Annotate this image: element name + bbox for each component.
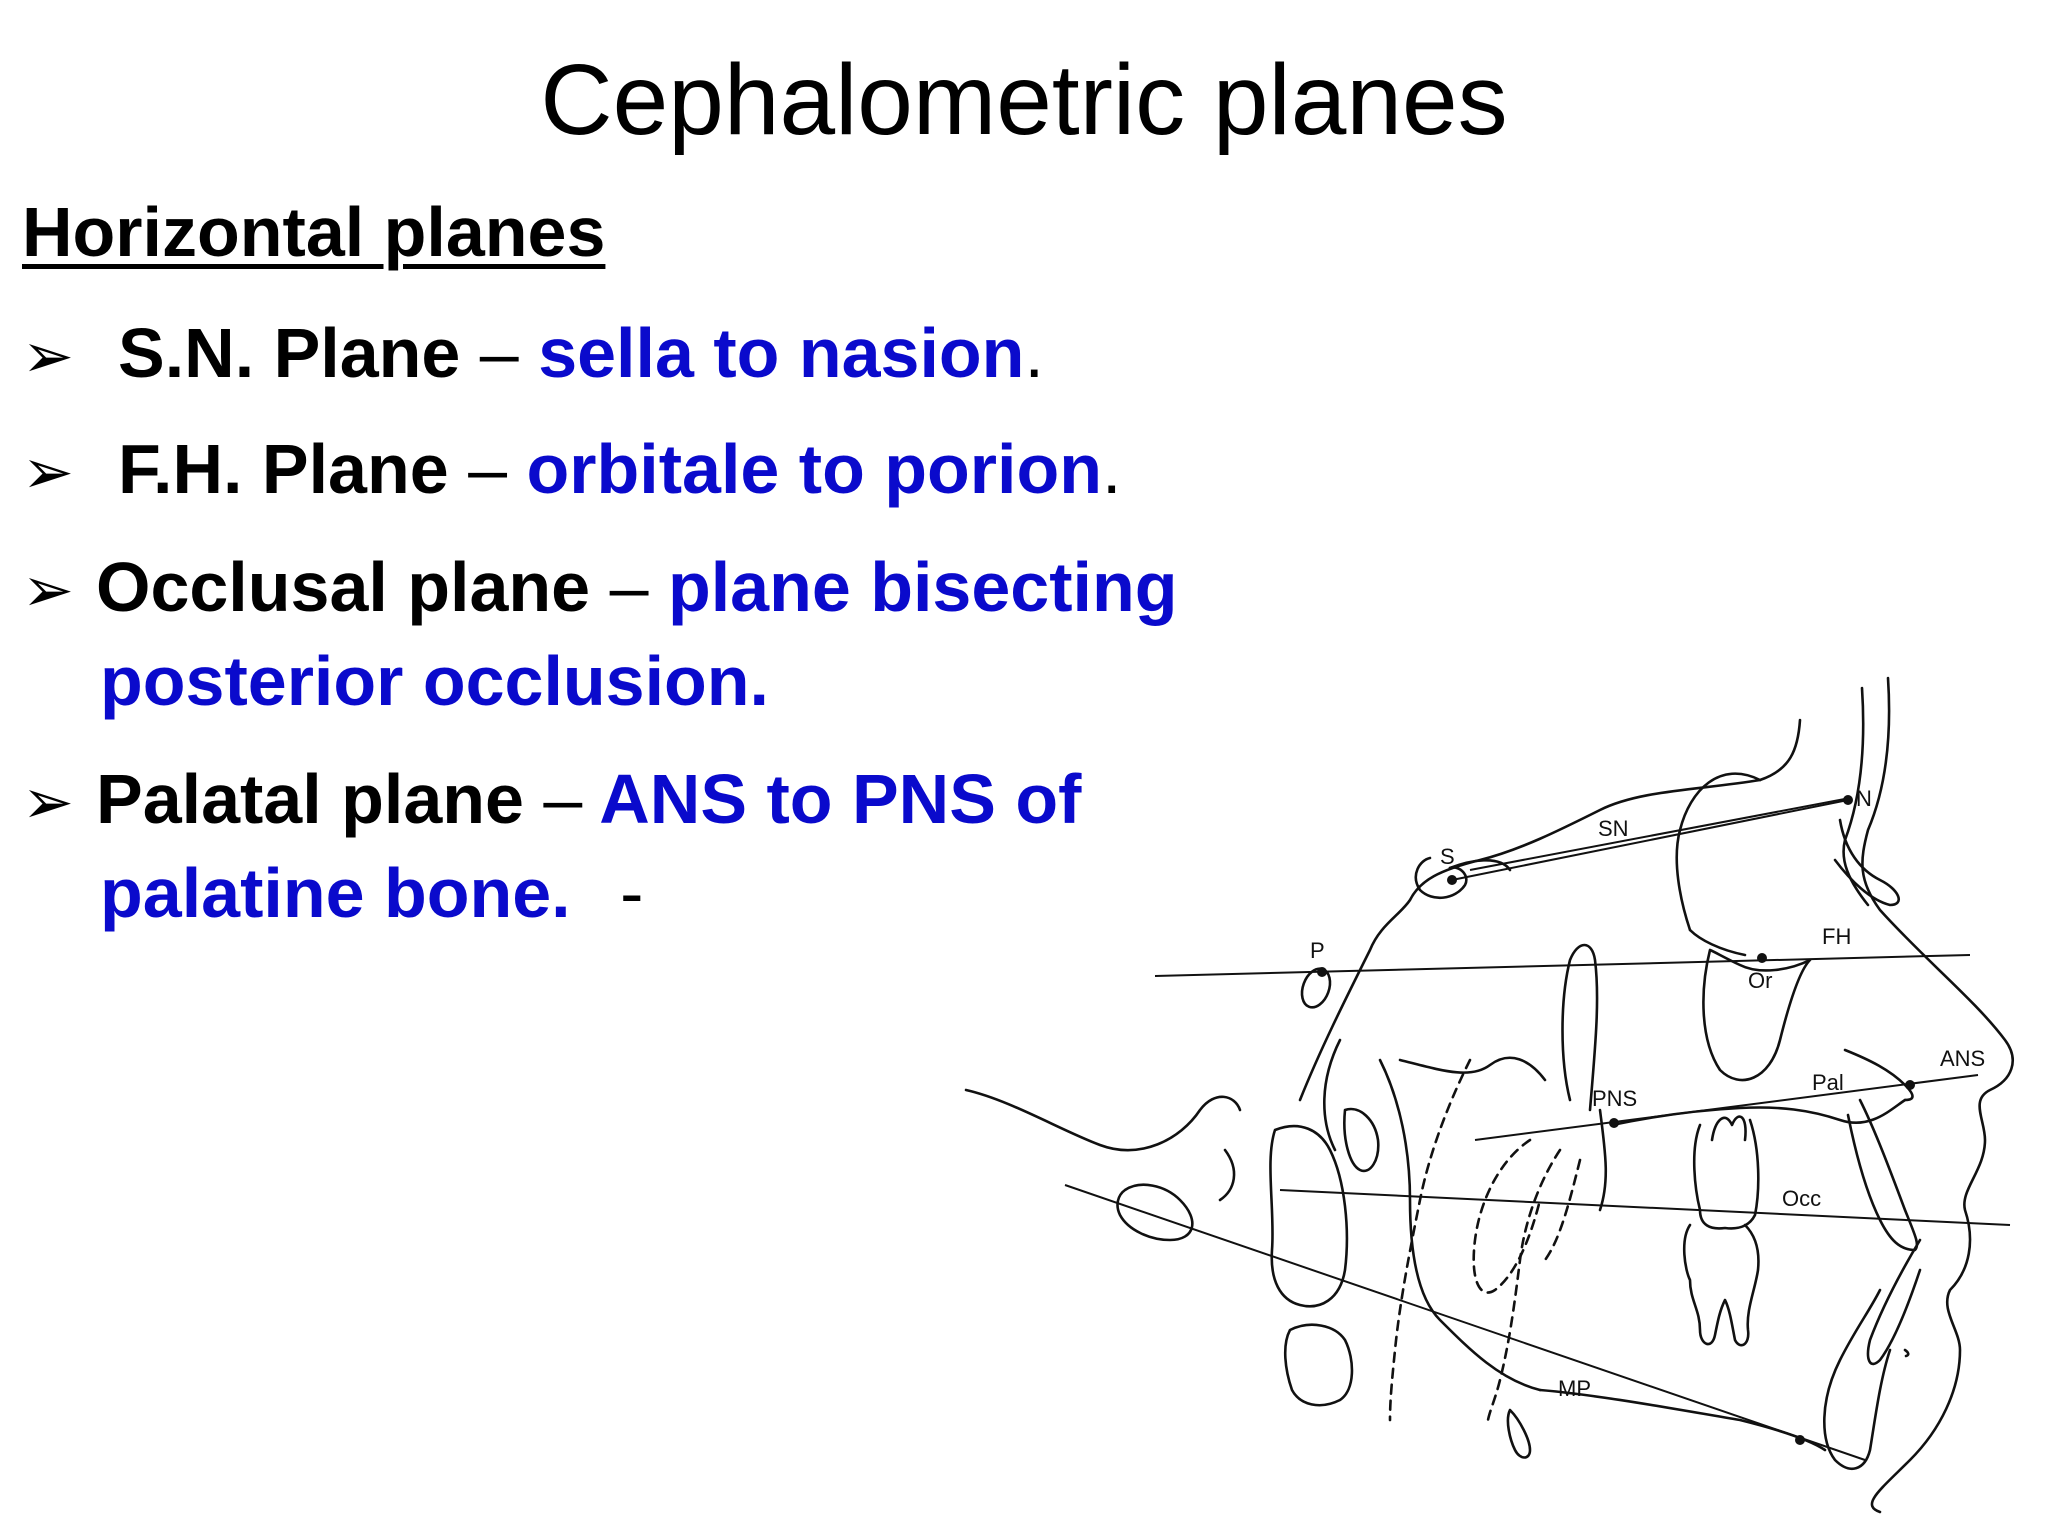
sella-point [1447,875,1457,885]
arrow-bullet-icon: ➢ [22,435,74,508]
pterygomaxillary-fissure [1561,943,1599,1112]
trailing-period: . [1102,430,1122,508]
porion-point [1317,967,1327,977]
label-p: P [1310,938,1325,963]
nasion-point [1843,795,1853,805]
pns-point [1609,1118,1619,1128]
arrow-bullet-icon: ➢ [22,319,74,392]
orbitale-point [1757,953,1767,963]
chin-detail [1903,1348,1910,1358]
label-occ: Occ [1782,1186,1821,1211]
term-label: F.H. Plane [118,430,449,508]
orbit [1688,928,1747,957]
occipital-outline [1323,1038,1342,1152]
label-n: N [1856,786,1872,811]
label-sn: SN [1598,816,1629,841]
sn-plane-line [1451,799,1849,881]
atlas-vertebra [1116,1183,1194,1242]
label-fh: FH [1822,924,1851,949]
term-label: Palatal plane [96,760,524,838]
neck-outline [964,1088,1242,1152]
arrow-bullet-icon: ➢ [22,765,74,838]
tongue-outline [1543,1158,1582,1262]
mandibular-ramus [1378,1058,1542,1392]
ans-point [1905,1080,1915,1090]
sn-plane-line [1469,797,1851,871]
neck-outline [1218,1148,1236,1202]
cervical-vertebra [1269,1124,1349,1308]
definition-text: sella to nasion [538,314,1025,392]
mandibular-plane-line [1064,1184,1866,1461]
lower-incisor [1866,1238,1922,1366]
pharynx [1398,1056,1547,1082]
label-mp: MP [1558,1376,1591,1401]
fh-plane-line [1154,954,1971,977]
definition-text: plane bisecting [667,548,1178,626]
trailing-period: . [1024,314,1044,392]
palate-outline [1843,1048,1914,1102]
nasal-bone [1833,818,1900,907]
arrow-bullet-icon: ➢ [22,553,74,626]
dash-separator: – [543,760,583,838]
term-label: S.N. Plane [118,314,461,392]
definition-text: orbitale to porion [526,430,1103,508]
definition-text: ANS to PNS of [599,760,1082,838]
soft-palate [1598,1108,1608,1212]
list-item-fh-plane: ➢ F.H. Plane – orbitale to porion. [22,422,1121,519]
sella-turcica [1448,859,1512,872]
slide-title: Cephalometric planes [540,44,1508,156]
cephalometric-tracing-diagram: S N SN P FH Or PNS Pal ANS Occ MP [964,676,2014,1514]
trailing-dash: - [620,854,644,932]
hyoid-bone [1506,1408,1532,1459]
label-s: S [1440,844,1455,869]
tongue-outline [1388,1058,1472,1422]
dash-separator: – [479,314,519,392]
dash-separator: – [468,430,508,508]
palatal-plane-line [1474,1074,1979,1141]
label-ans: ANS [1940,1046,1985,1071]
dash-separator: – [609,548,649,626]
tongue-outline [1486,1148,1562,1422]
list-item-sn-plane: ➢ S.N. Plane – sella to nasion. [22,306,1044,403]
list-item-occlusal-plane: ➢ Occlusal plane – plane bisecting [22,540,1178,637]
definition-continuation: palatine bone. - [100,846,643,940]
upper-molar-root [1710,1115,1747,1142]
label-or: Or [1748,968,1772,993]
label-pal: Pal [1812,1070,1844,1095]
occlusal-plane-line [1279,1189,2011,1226]
orbit [1702,948,1812,1082]
definition-text: palatine bone. [100,854,571,932]
label-pns: PNS [1592,1086,1637,1111]
upper-molar [1692,1118,1760,1230]
cranial-outline [1675,772,1762,932]
cervical-vertebra [1283,1323,1354,1407]
definition-continuation: posterior occlusion. [100,642,769,720]
menton-point [1795,1435,1805,1445]
lower-molar [1682,1223,1760,1347]
list-item-palatal-plane: ➢ Palatal plane – ANS to PNS of [22,752,1081,849]
cranial-outline [1298,718,1802,1102]
sella-turcica [1414,856,1468,899]
term-label: Occlusal plane [96,548,591,626]
tongue-outline [1472,1138,1542,1294]
soft-tissue-profile [1861,676,2014,1514]
section-subheading: Horizontal planes [22,193,606,271]
odontoid [1343,1107,1380,1173]
mandibular-symphysis [1823,1288,1892,1470]
